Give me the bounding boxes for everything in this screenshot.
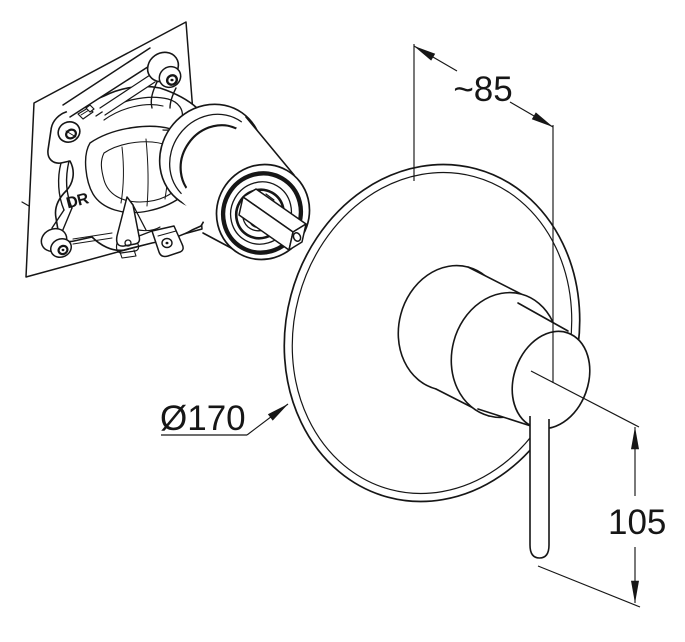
lever-handle <box>529 416 550 559</box>
cartridge-spindle <box>238 188 307 251</box>
cartridge <box>158 103 311 261</box>
dimension-lever-length: 105 <box>530 370 666 608</box>
concealed-valve-assembly: DR <box>21 21 311 278</box>
lower-right-bracket <box>151 225 184 258</box>
dimension-diameter: Ø170 <box>160 399 289 438</box>
diameter-dimension-label: Ø170 <box>160 399 246 438</box>
top-left-screw-boss <box>57 104 95 143</box>
mounting-bracket-bars <box>62 47 158 118</box>
top-right-screw-lug <box>146 51 182 109</box>
lever-length-dimension-label: 105 <box>608 503 666 542</box>
valve-body-marking: DR <box>65 190 91 212</box>
dimension-depth: ~85 <box>413 44 554 383</box>
depth-dimension-label: ~85 <box>453 70 512 109</box>
center-foot-bracket <box>115 196 153 259</box>
connecting-rod <box>72 232 113 245</box>
plate-notch-mark <box>21 201 30 207</box>
bottom-left-foot <box>40 207 73 259</box>
trim-assembly <box>283 163 591 559</box>
handle-hub <box>477 302 591 430</box>
